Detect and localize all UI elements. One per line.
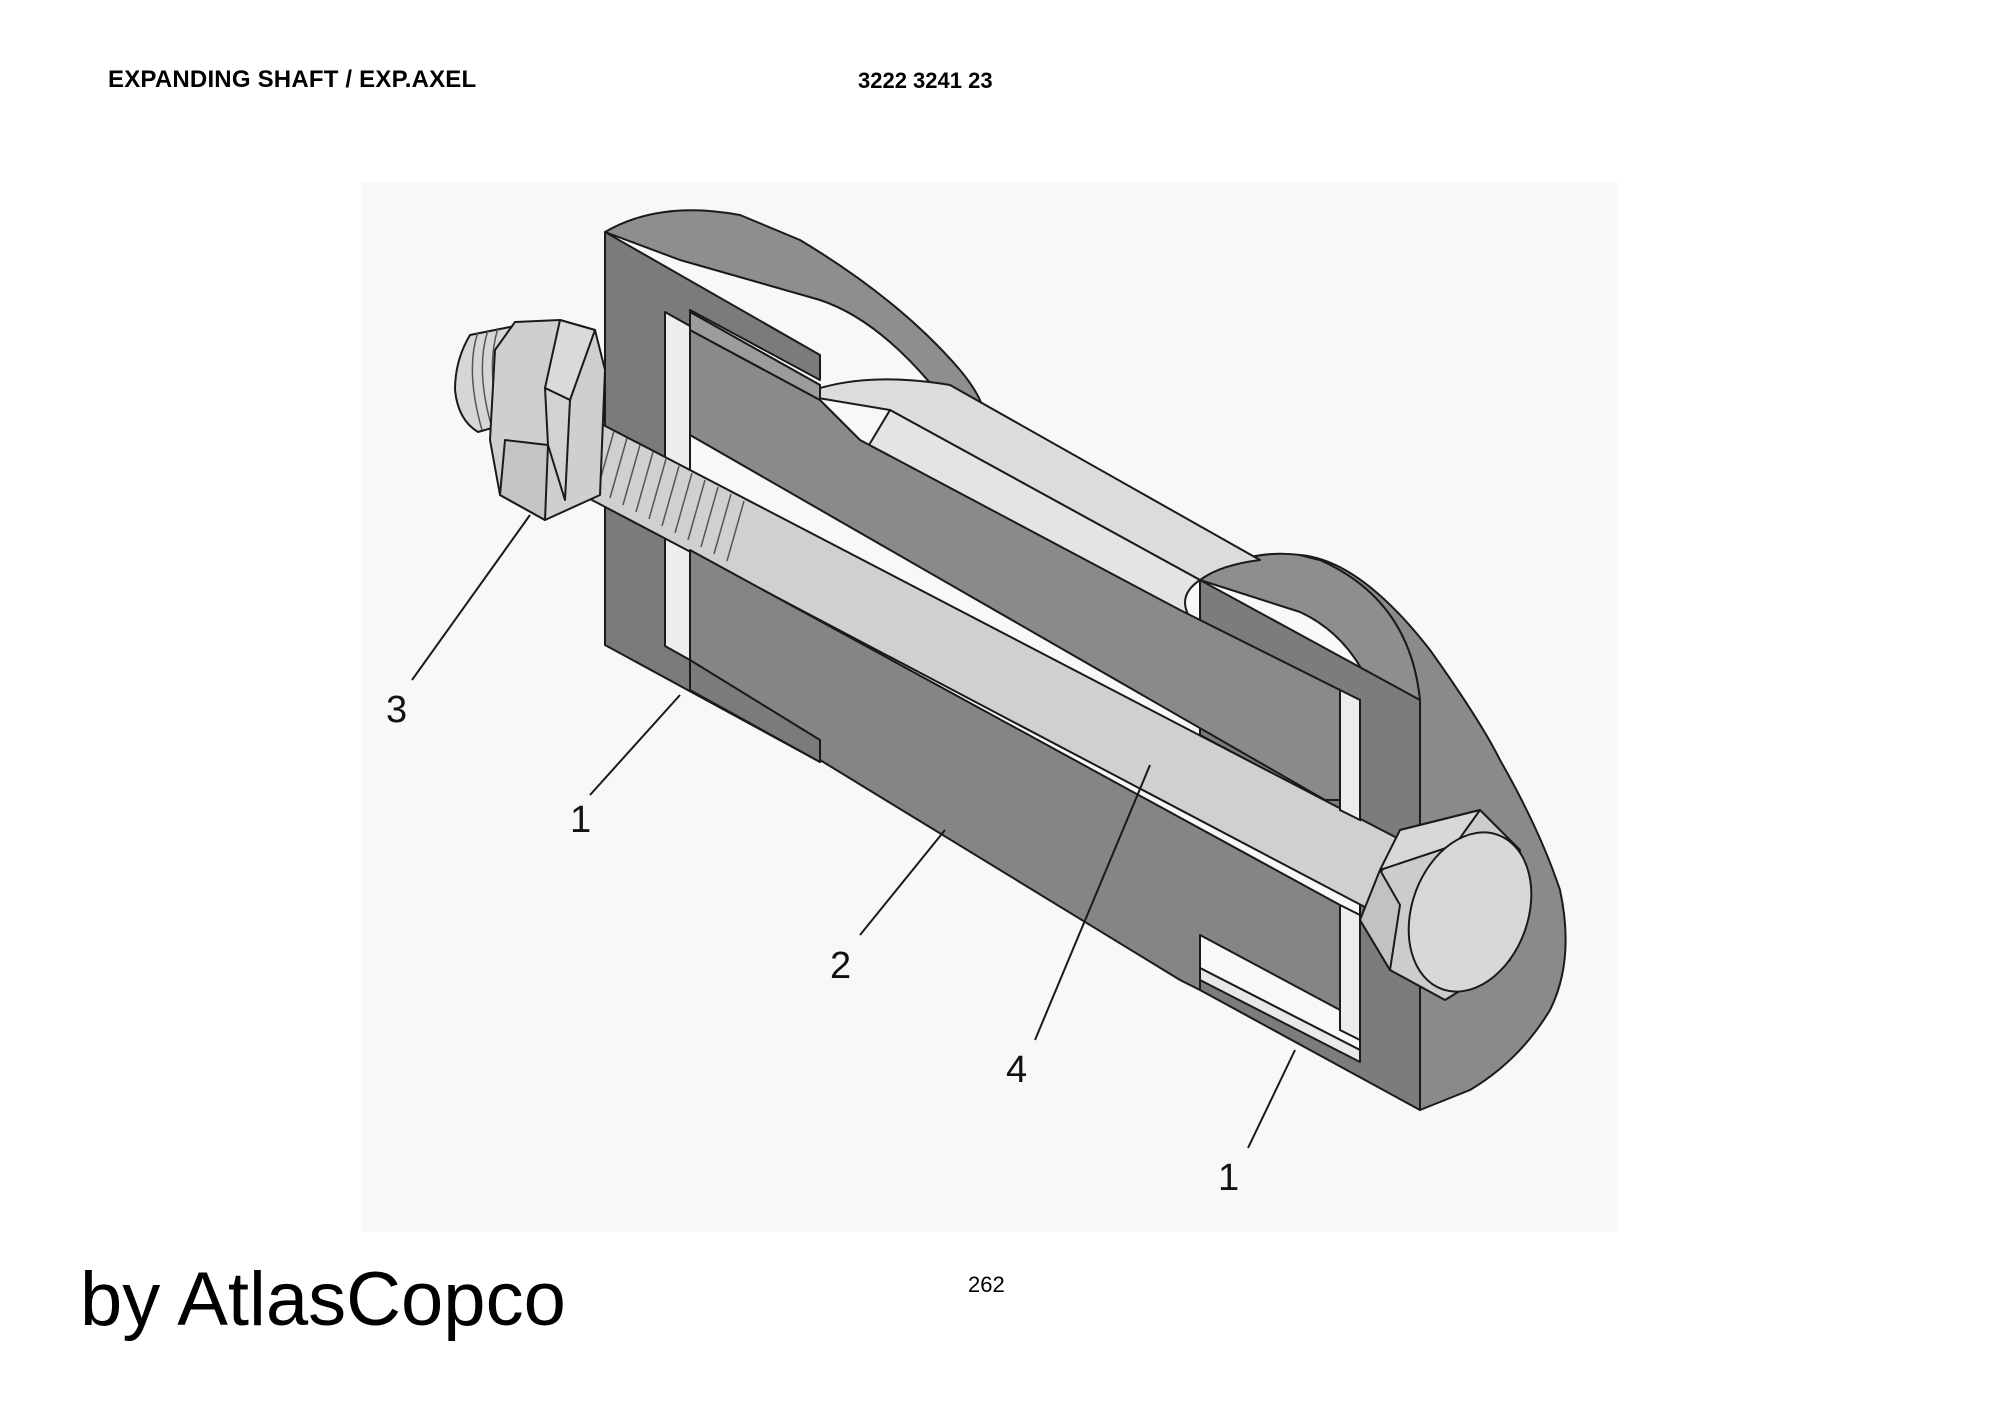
brand-signature: by AtlasCopco	[80, 1257, 566, 1342]
document-title: EXPANDING SHAFT / EXP.AXEL	[108, 66, 477, 93]
hex-nut	[454, 319, 606, 521]
page-number: 262	[968, 1272, 1005, 1297]
callout-1-lower: 1	[1218, 1157, 1239, 1199]
leader-3	[411, 514, 531, 681]
leader-2	[859, 829, 946, 936]
leader-lines	[411, 514, 1296, 1149]
leader-4	[1034, 764, 1151, 1041]
bolt-head	[1359, 809, 1533, 1001]
callout-2: 2	[830, 945, 851, 987]
part-number: 3222 3241 23	[858, 68, 993, 93]
callout-3: 3	[386, 689, 407, 731]
callout-4: 4	[1006, 1049, 1027, 1091]
callout-1-upper: 1	[570, 799, 591, 841]
right-gaps	[1339, 688, 1361, 1042]
leader-1-upper	[589, 694, 681, 796]
leader-1-lower	[1247, 1049, 1296, 1149]
